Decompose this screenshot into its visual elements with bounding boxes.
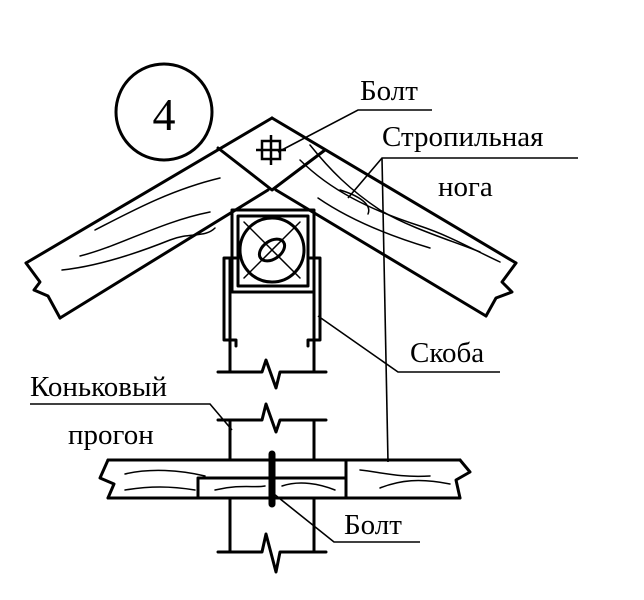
label-bolt-bottom: Болт [344, 509, 402, 541]
bracket [222, 256, 322, 348]
leader-lines [30, 109, 578, 543]
ridge-block [230, 208, 316, 294]
label-ridge-purlin-line2: прогон [68, 419, 154, 451]
label-bracket: Скоба [410, 337, 484, 369]
annotations: Болт Стропильная нога Скоба Коньковый пр… [30, 75, 543, 541]
label-rafter-line2: нога [438, 171, 493, 203]
top-bolt [256, 135, 286, 165]
detail-number: 4 [153, 89, 176, 140]
ridge-purlin [98, 458, 472, 500]
detail-number-circle [114, 62, 214, 162]
label-rafter-line1: Стропильная [382, 121, 543, 153]
detail-number-marker: 4 [114, 62, 214, 162]
label-bolt-top: Болт [360, 75, 418, 107]
label-ridge-purlin-line1: Коньковый [30, 371, 167, 403]
